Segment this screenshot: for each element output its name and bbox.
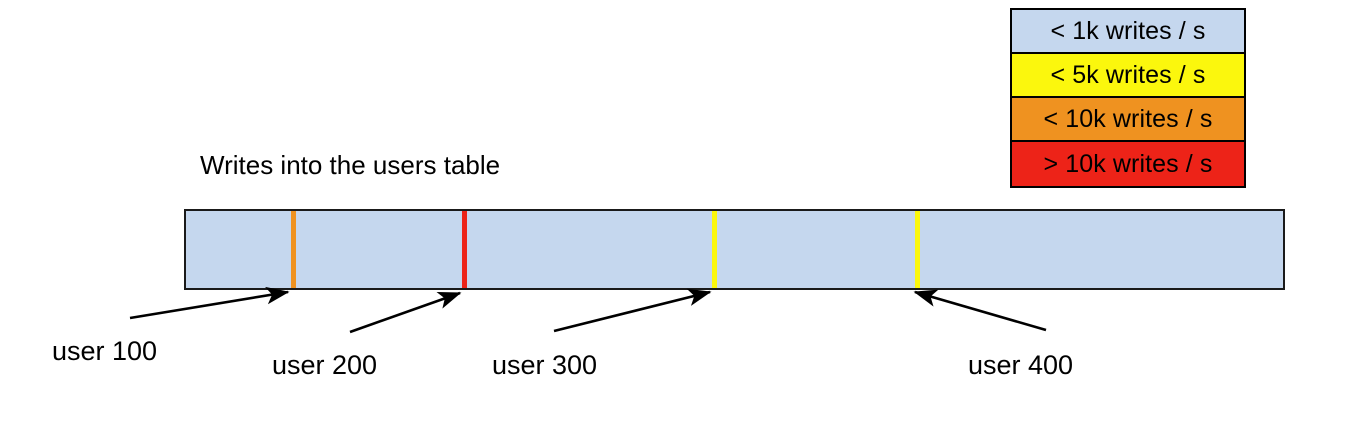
arrow-user-300 bbox=[553, 288, 712, 333]
users-table-bar bbox=[184, 209, 1285, 290]
legend-item-under-10k: < 10k writes / s bbox=[1012, 98, 1244, 142]
legend-item-label: > 10k writes / s bbox=[1043, 149, 1213, 178]
legend-item-over-10k: > 10k writes / s bbox=[1012, 142, 1244, 186]
user-400-marker bbox=[915, 211, 920, 288]
legend-item-label: < 1k writes / s bbox=[1050, 16, 1206, 45]
label-user-300: user 300 bbox=[492, 350, 598, 380]
user-100-marker bbox=[291, 211, 296, 288]
legend-item-under-1k: < 1k writes / s bbox=[1012, 10, 1244, 54]
diagram-title: Writes into the users table bbox=[200, 150, 501, 180]
arrow-user-400 bbox=[913, 289, 1047, 332]
arrow-user-100 bbox=[129, 286, 290, 320]
legend-item-label: < 10k writes / s bbox=[1043, 104, 1213, 133]
legend-item-under-5k: < 5k writes / s bbox=[1012, 54, 1244, 98]
label-user-200: user 200 bbox=[272, 350, 378, 380]
label-user-100: user 100 bbox=[52, 336, 158, 366]
arrow-user-200 bbox=[349, 291, 462, 334]
user-300-marker bbox=[712, 211, 717, 288]
user-200-marker bbox=[462, 211, 467, 288]
label-user-400: user 400 bbox=[968, 350, 1074, 380]
legend-item-label: < 5k writes / s bbox=[1050, 60, 1206, 89]
legend: < 1k writes / s < 5k writes / s < 10k wr… bbox=[1010, 8, 1246, 188]
